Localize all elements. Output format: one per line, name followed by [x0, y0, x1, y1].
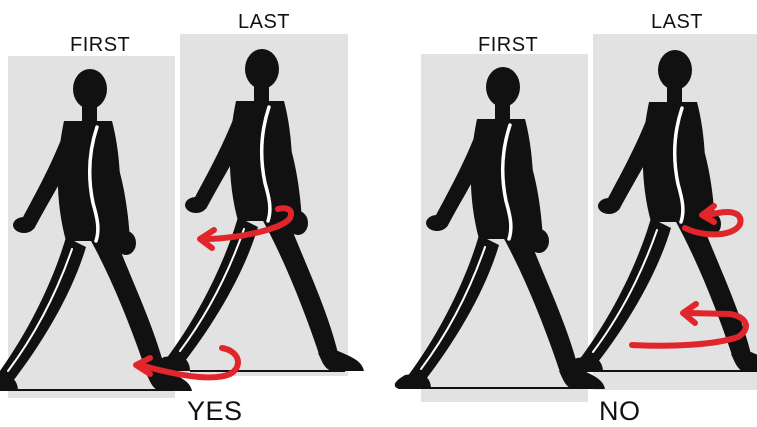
walker-yes-first: [0, 69, 192, 391]
walker-yes-last: [154, 49, 364, 371]
walker-no-first: [395, 67, 605, 389]
